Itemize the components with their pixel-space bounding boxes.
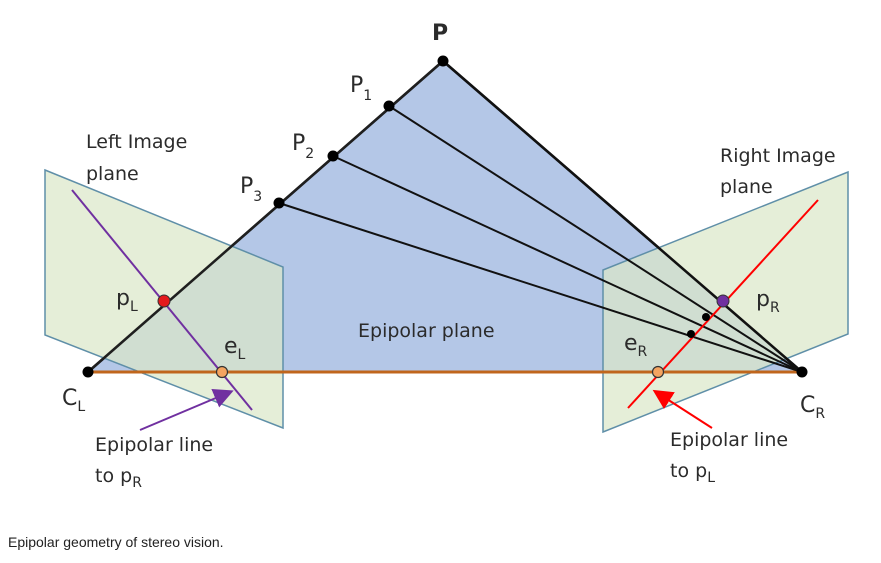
right-plane-label-line2: plane [720, 176, 773, 198]
ray-p1-cr [388, 105, 803, 373]
left-epipolar-label-line1: Epipolar line [95, 434, 213, 456]
point-r-p3 [687, 330, 695, 338]
label-cl: CL [62, 386, 85, 415]
point-er [651, 365, 665, 379]
point-cl [82, 366, 94, 378]
label-pl: pL [116, 286, 138, 315]
point-pl [157, 294, 171, 308]
ray-p3-cr [278, 202, 803, 373]
point-p2 [327, 150, 339, 162]
epipolar-diagram: P P1 P2 P3 Left Image plane Right Image … [44, 21, 849, 491]
label-p2: P2 [292, 131, 314, 162]
label-cr: CR [800, 393, 825, 422]
right-epipolar-label-line1: Epipolar line [670, 429, 788, 451]
point-p3 [273, 197, 285, 209]
point-r-p2 [702, 313, 710, 321]
point-el [215, 365, 229, 379]
label-er: eR [624, 331, 648, 360]
left-epipolar-arrow [139, 389, 234, 431]
ray-p2-cr [332, 155, 803, 373]
right-plane-label-line1: Right Image [720, 145, 836, 167]
point-pr [716, 294, 730, 308]
label-el: eL [224, 334, 246, 363]
ray-cl-p [87, 60, 444, 373]
point-cr [796, 366, 808, 378]
right-epipolar-label-line2: to pL [670, 460, 715, 486]
right-epipolar-arrow [652, 389, 713, 429]
label-pr: pR [756, 287, 780, 316]
point-p [437, 55, 449, 67]
left-plane-label-line2: plane [86, 163, 139, 185]
left-epipolar-label-line2: to pR [95, 465, 142, 491]
ray-p-cr [442, 60, 803, 373]
epipolar-plane-label: Epipolar plane [358, 320, 495, 342]
label-p3: P3 [240, 174, 262, 205]
figure-caption: Epipolar geometry of stereo vision. [8, 534, 224, 550]
label-p: P [432, 21, 448, 46]
point-p1 [383, 100, 395, 112]
left-plane-label-line1: Left Image [86, 131, 187, 153]
label-p1: P1 [350, 73, 372, 104]
